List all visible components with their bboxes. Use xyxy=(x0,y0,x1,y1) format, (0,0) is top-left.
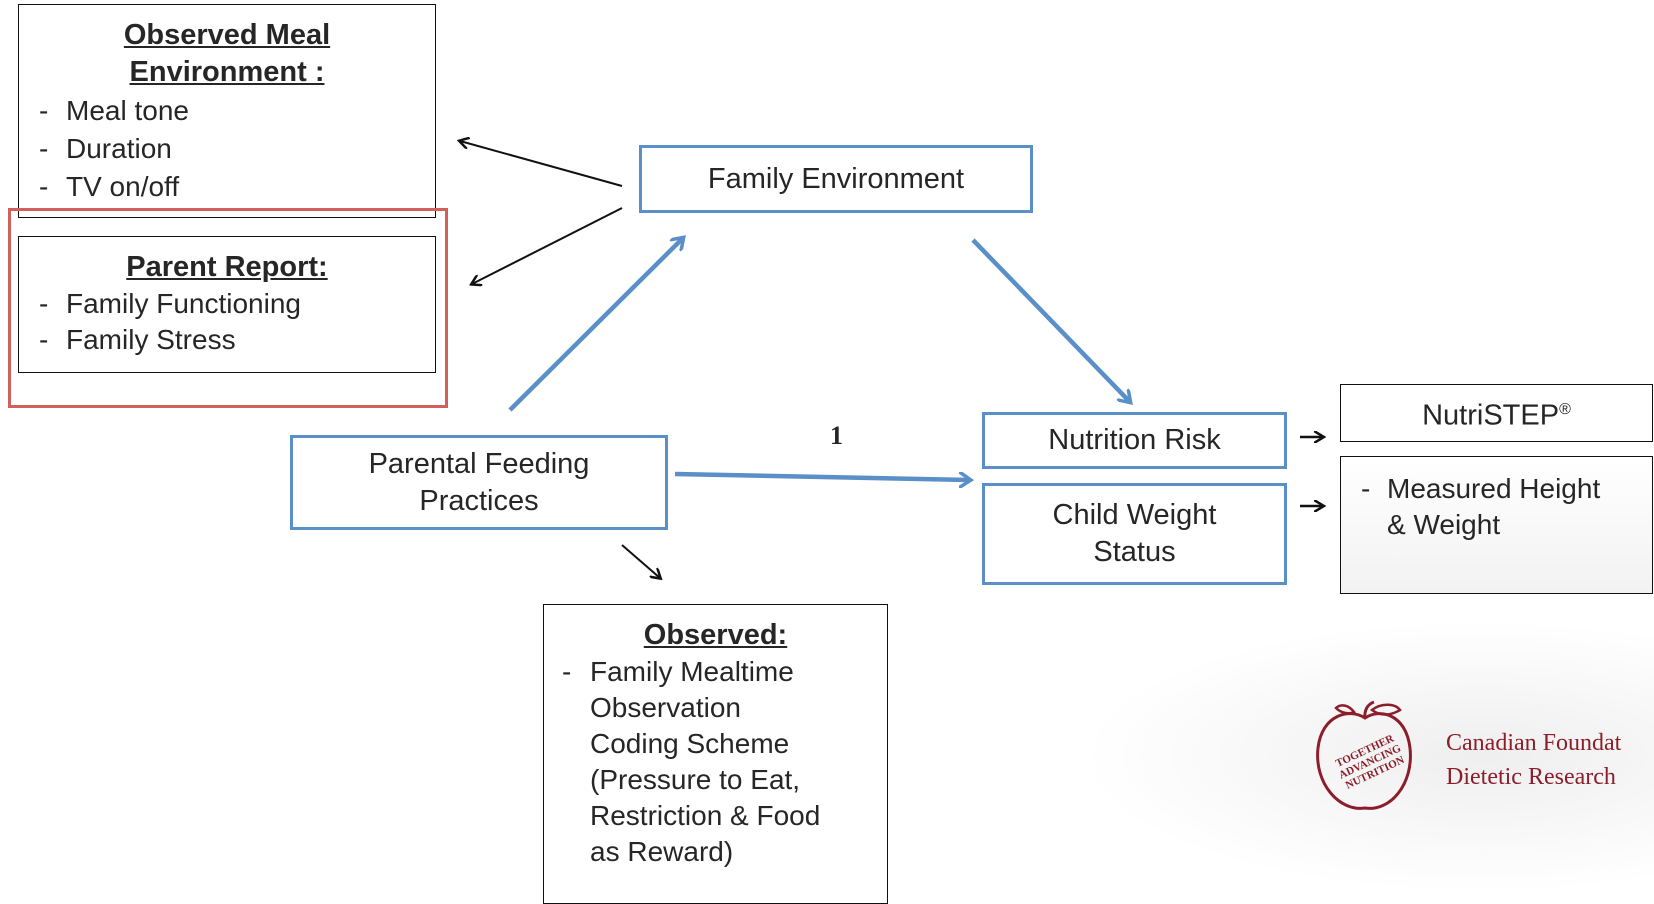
arrow-feeding-to-observed xyxy=(621,544,660,578)
list-item: -Meal tone xyxy=(39,95,189,126)
list-item: -Family Stress xyxy=(39,324,236,355)
parent-report-heading: Parent Report: xyxy=(126,251,328,283)
measured-line-1: Measured Height xyxy=(1387,473,1601,504)
path-label: 1 xyxy=(830,421,843,450)
list-item: Coding Scheme xyxy=(590,728,790,759)
list-item: Restriction & Food xyxy=(590,800,821,831)
arrow-feeding-to-family xyxy=(508,238,683,412)
measured-line-2: & Weight xyxy=(1387,509,1501,540)
observed-heading: Observed: xyxy=(643,619,788,651)
parental-feeding-label-2: Practices xyxy=(419,484,539,517)
apple-emblem-icon xyxy=(1316,700,1412,810)
list-item: (Pressure to Eat, xyxy=(590,764,801,795)
observed-meal-heading-2: Environment : xyxy=(129,56,325,88)
arrow-family-to-nutrition xyxy=(971,238,1130,402)
nutrition-risk-label: Nutrition Risk xyxy=(1048,424,1221,456)
family-environment-box: Family Environment xyxy=(639,145,1033,213)
arrow-family-to-parent-report xyxy=(472,207,623,284)
highlight-frame xyxy=(8,208,448,408)
list-item: -TV on/off xyxy=(39,171,180,202)
observed-box: Observed: -Family Mealtime Observation C… xyxy=(543,604,888,904)
arrow-family-to-meal xyxy=(460,141,623,187)
list-item: -Family Mealtime xyxy=(562,656,794,687)
list-item: -Family Functioning xyxy=(39,288,301,319)
child-weight-label-2: Status xyxy=(1093,536,1176,568)
background-shading xyxy=(1080,620,1654,893)
measured-box: - Measured Height & Weight xyxy=(1340,456,1653,594)
logo-line-1: Canadian Foundat xyxy=(1446,730,1622,756)
arrow-feeding-to-nutrition xyxy=(674,471,970,480)
parent-report-box: Parent Report: -Family Functioning -Fami… xyxy=(18,236,436,373)
list-item: -Duration xyxy=(39,133,172,164)
parental-feeding-label-1: Parental Feeding xyxy=(368,447,590,480)
nutrition-risk-box: Nutrition Risk xyxy=(982,412,1287,469)
foundation-logo: TOGETHER ADVANCING NUTRITION Canadian Fo… xyxy=(1310,700,1654,820)
family-environment-label: Family Environment xyxy=(707,162,965,195)
child-weight-box: Child Weight Status xyxy=(982,483,1287,585)
observed-meal-box: Observed Meal Environment : -Meal tone -… xyxy=(18,4,436,218)
nutristep-box: NutriSTEP® xyxy=(1340,384,1653,442)
list-item: Observation xyxy=(590,692,741,723)
nutristep-label: NutriSTEP® xyxy=(1422,399,1571,432)
parental-feeding-box: Parental Feeding Practices xyxy=(290,435,668,530)
child-weight-label-1: Child Weight xyxy=(1052,499,1217,531)
registered-mark: ® xyxy=(1559,401,1571,419)
list-item: - Measured Height xyxy=(1361,473,1601,504)
logo-line-2: Dietetic Research xyxy=(1446,764,1616,790)
list-item: as Reward) xyxy=(590,836,734,867)
observed-meal-heading-1: Observed Meal xyxy=(123,19,331,51)
